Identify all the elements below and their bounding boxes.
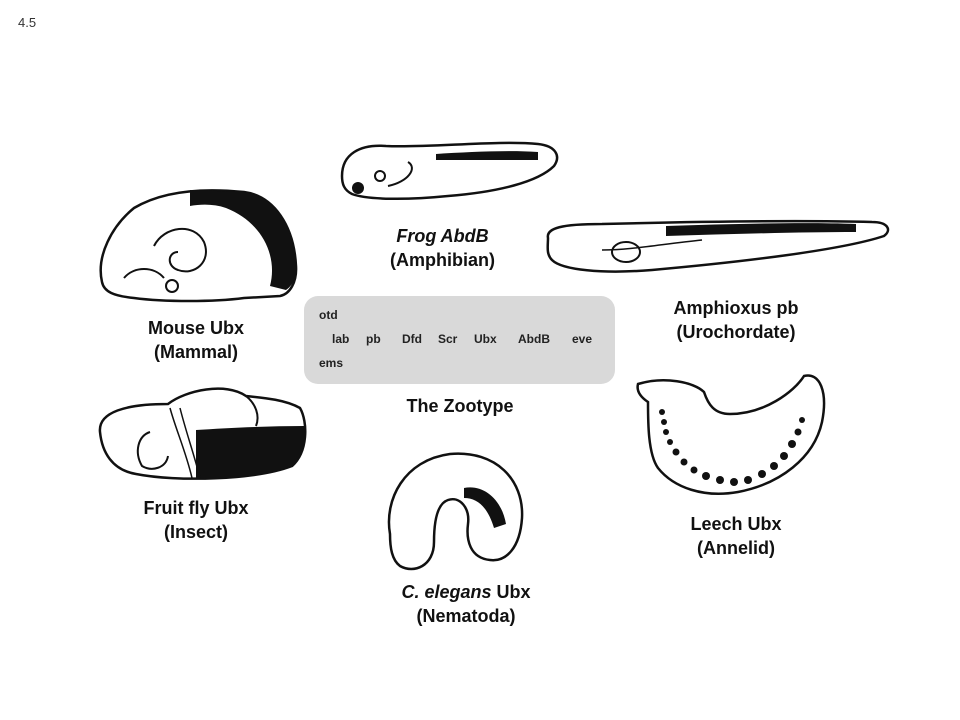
amphioxus-caption: Amphioxus pb (Urochordate) bbox=[636, 296, 836, 344]
leech-embryo-drawing bbox=[636, 374, 826, 495]
frog-group-label: (Amphibian) bbox=[390, 250, 495, 270]
mouse-caption: Mouse Ubx (Mammal) bbox=[96, 316, 296, 364]
c-elegans-caption: C. elegans Ubx (Nematoda) bbox=[366, 580, 566, 628]
gene-eve: eve bbox=[572, 332, 593, 346]
fruit-fly-embryo-drawing bbox=[98, 387, 307, 480]
leech-group-label: (Annelid) bbox=[697, 538, 775, 558]
gene-ubx: Ubx bbox=[474, 332, 497, 346]
mouse-gene-label: Mouse Ubx bbox=[147, 318, 244, 338]
amphioxus-drawing bbox=[546, 219, 890, 273]
gene-pb: pb bbox=[366, 332, 381, 346]
amphioxus-gene-label: Amphioxus pb bbox=[673, 298, 799, 318]
fruit-fly-group-label: (Insect) bbox=[163, 522, 228, 542]
frog-caption: Frog AbdB (Amphibian) bbox=[330, 224, 555, 272]
amphioxus-group-label: (Urochordate) bbox=[676, 322, 796, 342]
gene-scr: Scr bbox=[438, 332, 458, 346]
gene-lab: lab bbox=[332, 332, 350, 346]
gene-abdb: AbdB bbox=[518, 332, 550, 346]
c-elegans-gene-name: Ubx bbox=[491, 582, 531, 602]
c-elegans-species-name: C. elegans bbox=[401, 582, 492, 602]
gene-ems: ems bbox=[319, 356, 344, 370]
c-elegans-gene-label: C. elegans Ubx bbox=[366, 580, 566, 604]
fruit-fly-caption: Fruit fly Ubx (Insect) bbox=[96, 496, 296, 544]
frog-embryo-drawing bbox=[340, 141, 559, 201]
c-elegans-group-label: (Nematoda) bbox=[416, 606, 516, 626]
slide-number: 4.5 bbox=[18, 15, 37, 30]
mouse-embryo-drawing bbox=[99, 189, 298, 303]
frog-gene-label: Frog AbdB bbox=[396, 226, 489, 246]
zootype-gene-box: otd lab pb Dfd Scr Ubx AbdB eve ems bbox=[304, 296, 615, 384]
gene-otd: otd bbox=[319, 308, 338, 322]
zootype-title: The Zootype bbox=[406, 396, 514, 416]
fruit-fly-gene-label: Fruit fly Ubx bbox=[143, 498, 249, 518]
leech-gene-label: Leech Ubx bbox=[690, 514, 782, 534]
c-elegans-embryo-drawing bbox=[387, 452, 524, 571]
leech-ganglia-chain bbox=[659, 409, 805, 486]
leech-caption: Leech Ubx (Annelid) bbox=[636, 512, 836, 560]
gene-dfd: Dfd bbox=[402, 332, 422, 346]
mouse-group-label: (Mammal) bbox=[153, 342, 238, 362]
